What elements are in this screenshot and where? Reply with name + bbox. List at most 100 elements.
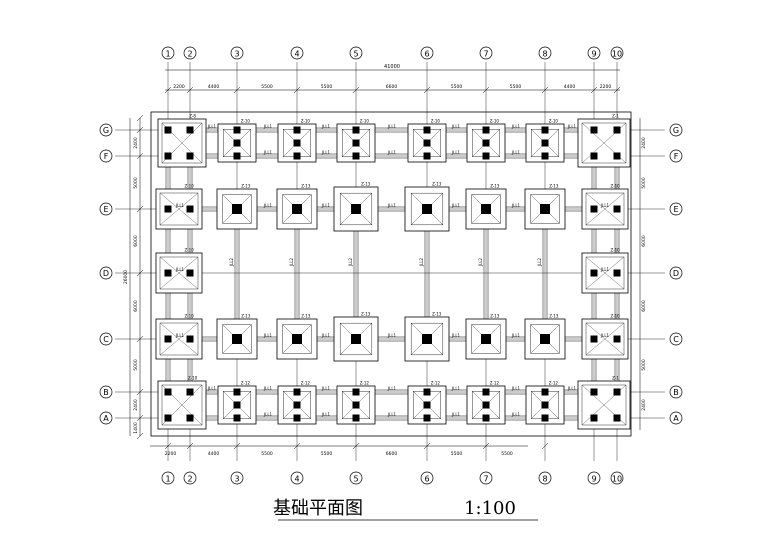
dim-bottom-span: 6600 [386,451,398,457]
footing-corner-left-bottom [157,380,207,430]
column [293,152,301,160]
footing-label: Z-10 [431,119,441,124]
axis-bubbles [99,46,683,485]
footing-label: Z-8 [189,114,196,119]
axis-bubble-top-6 [420,46,434,60]
axis-bubble-top-10 [610,46,624,60]
column [541,126,549,134]
column [541,139,549,147]
dim-right-span: 5000 [641,177,647,189]
dim-right-span: 2400 [641,399,647,411]
beam-label-jll2: JLL2 [348,257,353,267]
axis-bubble-top-2 [183,46,197,60]
beam-label-jll2: JLL2 [289,257,294,267]
axis-bubble-right-D [669,266,683,280]
footing-label: Z-13 [490,314,500,319]
axis-label-right-B: B [673,388,679,397]
beam-label-jll2: JLL2 [478,257,483,267]
axis-label-top-8: 8 [542,50,547,59]
drawing-title-name: 基础平面图 [273,498,363,519]
dim-right-span: 6000 [641,235,647,247]
column [541,152,549,160]
footing-step [222,194,252,224]
footing-label: Z-10 [549,119,559,124]
axis-bubble-top-1 [161,46,175,60]
column [186,388,194,396]
beam-label-jll1: JLL1 [175,267,185,272]
column [590,269,598,277]
column [233,152,241,160]
column [482,139,490,147]
column [590,388,598,396]
column [186,152,194,160]
beam-label-jll1: JLL1 [511,150,521,155]
footing-label: Z-10 [185,184,195,189]
footing-label: Z-10 [611,314,621,319]
footing [524,188,566,230]
axis-bubble-bottom-3 [230,471,244,485]
column [352,414,360,422]
column [292,204,302,214]
footing-label: Z-10 [301,119,311,124]
footing-corner-right-bottom [577,380,631,430]
column [613,205,621,213]
column [481,204,491,214]
footing-label: Z-10 [188,376,198,381]
beam-label-jll1: JLL1 [511,203,521,208]
column [164,152,172,160]
axis-label-bottom-3: 3 [234,475,239,484]
column [540,204,550,214]
footing-diagonal [159,322,199,356]
footing-label: Z-13 [301,314,311,319]
footing-edge-right-E [581,188,629,230]
dim-left-span: 2400 [133,399,139,411]
axis-bubble-bottom-7 [479,471,493,485]
axis-bubble-top-4 [290,46,304,60]
beam-label-jll1: JLL1 [321,333,331,338]
axis-bubble-bottom-8 [538,471,552,485]
dim-tick-left [136,205,144,213]
dim-tick-left [136,388,144,396]
axis-label-bottom-1: 1 [165,475,170,484]
dim-bottom-span: 5500 [501,451,513,457]
column [422,334,432,344]
axis-label-bottom-4: 4 [294,475,299,484]
column [423,401,431,409]
beam-label-jll1: JLL1 [175,333,185,338]
footing-step [339,322,373,356]
axis-label-left-D: D [103,269,109,278]
footing [465,318,507,360]
dim-tick-left [136,335,144,343]
dim-left-span: 1400 [133,422,139,434]
dim-tick-left [136,432,144,440]
footing-step [161,122,203,164]
dim-tick-bottom [482,442,490,450]
footing-label: Z-10 [611,248,621,253]
column [482,414,490,422]
column [233,139,241,147]
column [293,139,301,147]
column [164,269,172,277]
axis-label-left-C: C [103,335,109,344]
beam-label-jll1: JLL1 [263,386,273,391]
axis-bubble-right-G [669,123,683,137]
column [233,388,241,396]
beam-label-jll1: JLL1 [175,203,185,208]
dim-tick-bottom [423,442,431,450]
footing-label: Z-12 [431,381,441,386]
beam-label-jll1: JLL1 [387,386,397,391]
axis-bubble-bottom-5 [349,471,363,485]
dim-bottom-span: 2200 [165,451,177,457]
column [423,139,431,147]
footing-step [471,194,501,224]
footing-step [159,192,199,226]
footing-step [222,324,252,354]
column [423,388,431,396]
column [613,388,621,396]
column [164,205,172,213]
axis-label-top-6: 6 [424,50,429,59]
column [541,401,549,409]
axis-bubble-right-A [669,411,683,425]
